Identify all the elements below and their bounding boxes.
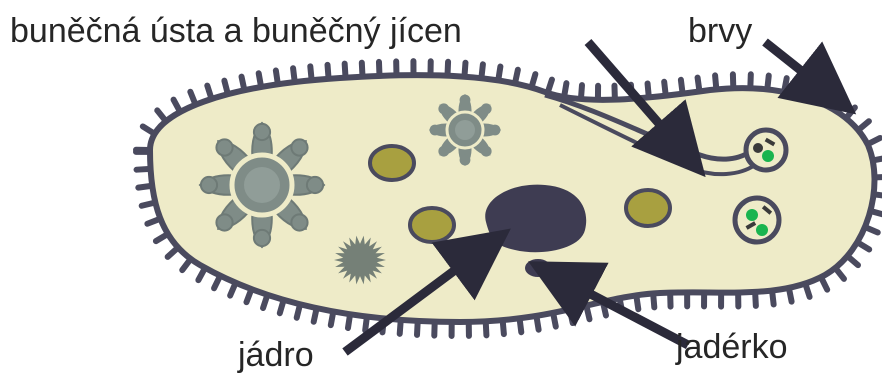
food-vacuole-bottom (735, 198, 779, 242)
vacuole-canal-bulb (254, 124, 270, 140)
label-cilia: brvy (688, 14, 752, 48)
nucleolus (525, 259, 551, 277)
vacuole-olive-3 (626, 190, 670, 226)
vacuole-canal-bulb (430, 125, 441, 136)
vacuole-canal-bulb (291, 139, 307, 155)
vacuole-canal-bulb (307, 177, 323, 193)
vacuole-canal-bulb (438, 103, 449, 114)
vacuole-canal-bulb (481, 146, 492, 157)
vacuole-canal-bulb (481, 103, 492, 114)
vacuole-canal-bulb (460, 155, 471, 166)
vacuole-canal-bulb (216, 139, 232, 155)
vacuole-canal-bulb (438, 146, 449, 157)
contractile-vacuole-small (429, 94, 501, 166)
label-nucleolus: jadérko (676, 330, 788, 364)
arrow-to-cilia (765, 42, 828, 92)
vacuole-canal-bulb (460, 95, 471, 106)
label-nucleus: jádro (238, 338, 314, 372)
vacuole-olive-1 (370, 146, 414, 180)
vacuole-olive-2 (410, 208, 454, 242)
food-vacuole-top (746, 130, 786, 170)
vacuole-canal-bulb (291, 214, 307, 230)
vacuole-canal-bulb (216, 214, 232, 230)
vacuole-canal-bulb (201, 177, 217, 193)
label-mouth-gullet: buněčná ústa a buněčný jícen (10, 14, 462, 48)
nucleus (485, 185, 586, 253)
vacuole-canal-bulb (254, 230, 270, 246)
vacuole-canal-bulb (490, 125, 501, 136)
